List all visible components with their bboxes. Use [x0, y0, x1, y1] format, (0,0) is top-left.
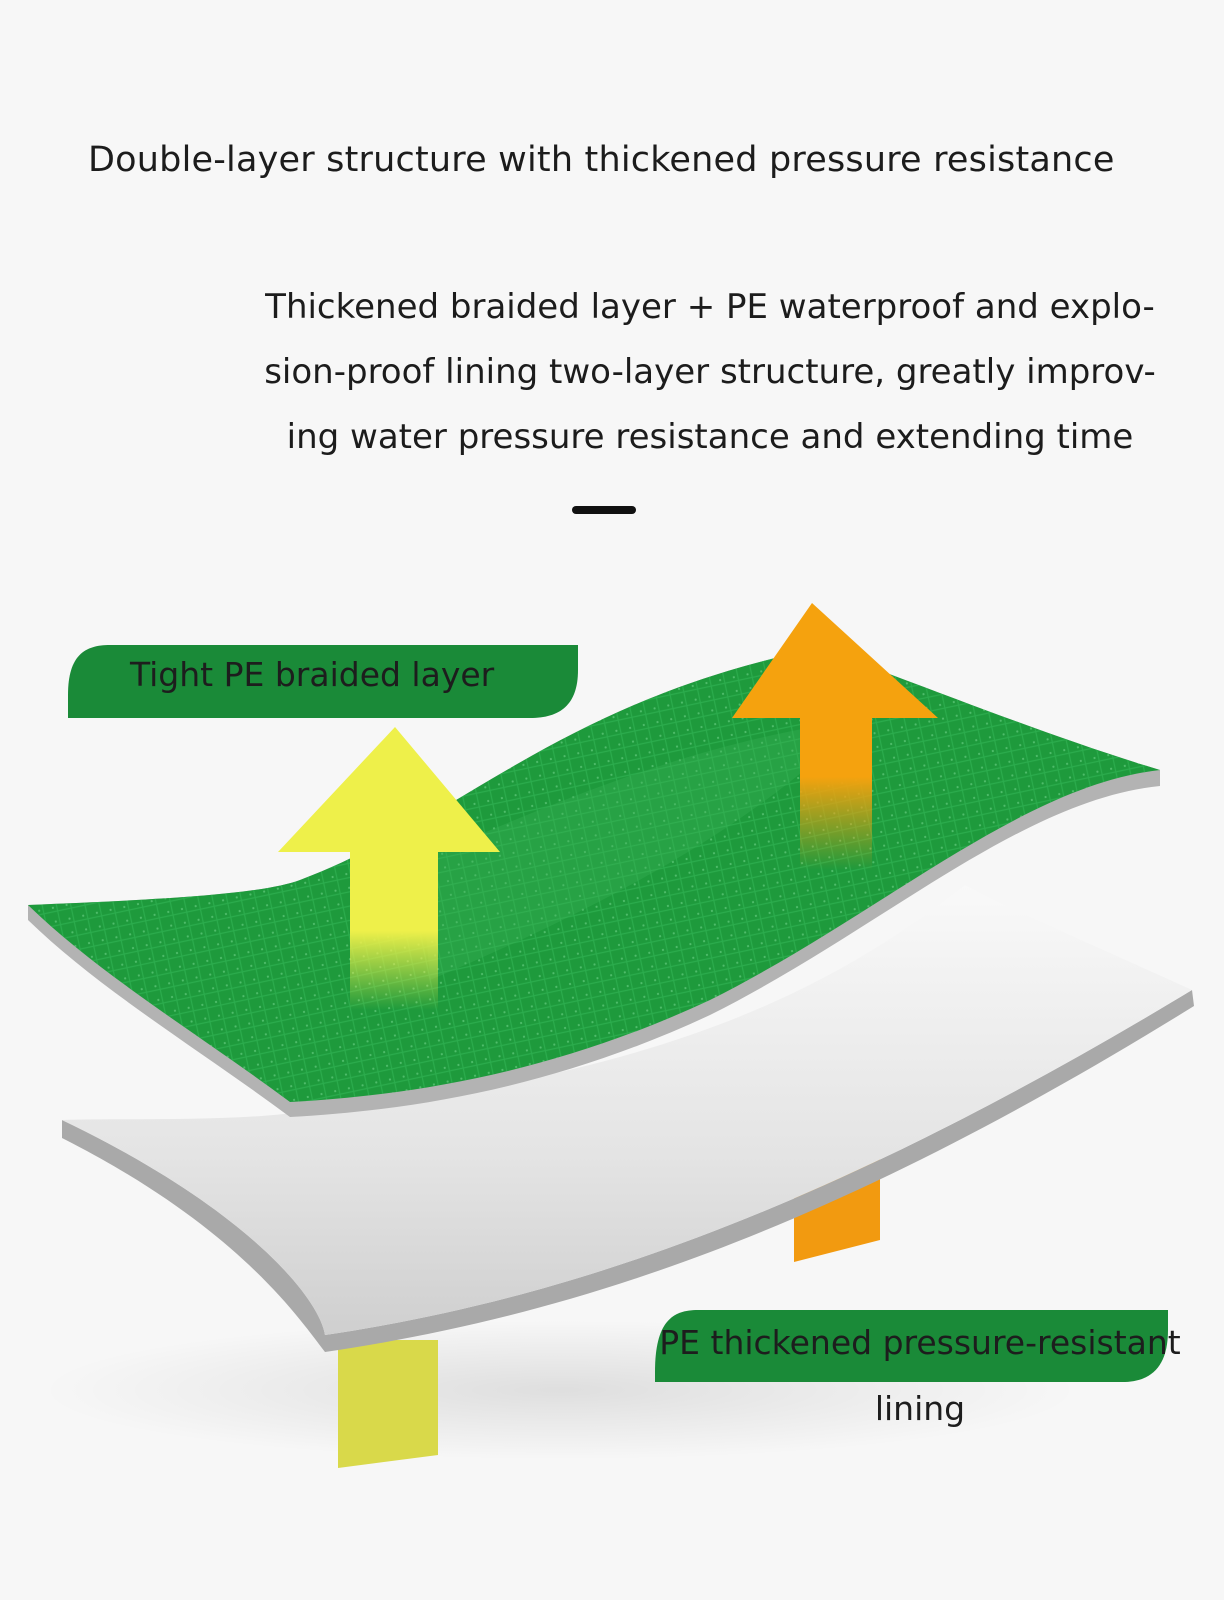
- description-line-2: sion-proof lining two-layer structure, g…: [264, 352, 1156, 392]
- label-tight-pe-braided-layer: Tight PE braided layer: [130, 655, 495, 694]
- label-pe-thickened-lining: PE thickened pressure-resistant lining: [659, 1323, 1181, 1428]
- yellow-arrow-icon: [278, 727, 500, 1010]
- layer-diagram: [28, 603, 1194, 1468]
- description-line-1: Thickened braided layer + PE waterproof …: [265, 287, 1155, 327]
- yellow-arrow-tail: [338, 1340, 438, 1468]
- braided-layer: [28, 648, 1160, 1117]
- orange-arrow-icon: [732, 603, 938, 870]
- bottom-label-tab: [655, 1310, 1168, 1382]
- headline: Double-layer structure with thickened pr…: [88, 140, 1115, 180]
- top-label-tab: [68, 645, 578, 718]
- description: Thickened braided layer + PE waterproof …: [230, 275, 1190, 470]
- divider-dash: [572, 506, 636, 514]
- description-line-3: ing water pressure resistance and extend…: [286, 417, 1134, 457]
- pe-lining-layer: [62, 885, 1194, 1352]
